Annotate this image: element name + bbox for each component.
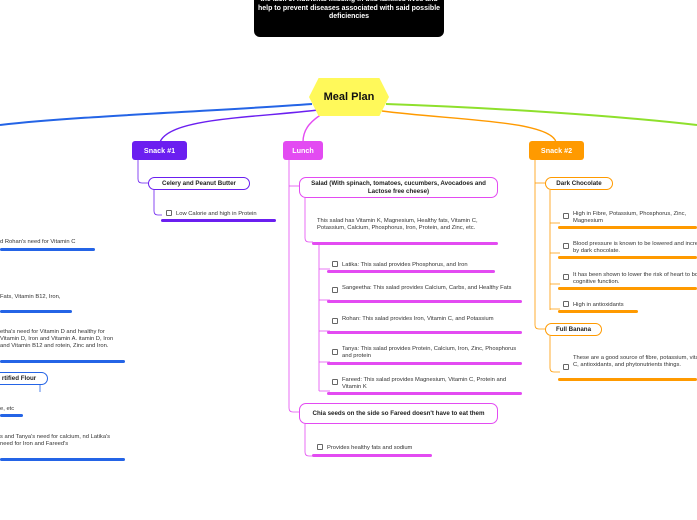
lunch-salad-desc-underline <box>312 242 498 245</box>
lunch-salad-desc: This salad has Vitamin K, Magnesium, Hea… <box>317 218 478 232</box>
lunch-chia-seeds[interactable]: Chia seeds on the side so Fareed doesn't… <box>299 403 498 424</box>
snack2-dark-chocolate[interactable]: Dark Chocolate <box>545 177 613 190</box>
lunch-note-checkbox-5[interactable] <box>332 379 338 385</box>
snack2-full-banana[interactable]: Full Banana <box>545 323 602 336</box>
lunch-note-underline-2 <box>327 300 522 303</box>
snack2-topic[interactable]: Snack #2 <box>529 141 584 160</box>
snack2-banana-underline <box>558 378 697 381</box>
lunch-topic[interactable]: Lunch <box>283 141 323 160</box>
snack1-celery-peanut-butter[interactable]: Celery and Peanut Butter <box>148 177 250 190</box>
left-underline-6 <box>0 458 125 461</box>
intro-note[interactable]: the lack of nutrients missing in this fa… <box>254 0 444 37</box>
left-fortified-flour[interactable]: rtified Flour <box>0 372 48 385</box>
left-fortified-flour-label: rtified Flour <box>1 374 37 382</box>
central-topic[interactable]: Meal Plan <box>309 78 389 116</box>
snack2-choc-checkbox-4[interactable] <box>563 301 569 307</box>
snack2-banana-checkbox[interactable] <box>563 364 569 370</box>
lunch-note-underline-1 <box>327 270 495 273</box>
lunch-chia-note: Provides healthy fats and sodium <box>327 445 413 451</box>
lunch-note-underline-3 <box>327 331 522 334</box>
snack2-banana-note: These are a good source of fibre, potass… <box>573 355 697 369</box>
lunch-chia-label: Chia seeds on the side so Fareed doesn't… <box>312 409 485 417</box>
left-underline-3 <box>0 360 125 363</box>
lunch-salad-label: Salad (With spinach, tomatoes, cucumbers… <box>311 180 486 195</box>
left-text-6: s and Tanya's need for calcium, nd Latik… <box>0 434 111 448</box>
snack2-choc-checkbox-3[interactable] <box>563 274 569 280</box>
snack2-choc-underline-4 <box>558 310 638 313</box>
snack2-banana-label: Full Banana <box>555 325 592 333</box>
lunch-salad[interactable]: Salad (With spinach, tomatoes, cucumbers… <box>299 177 498 198</box>
snack2-choc-checkbox-1[interactable] <box>563 213 569 219</box>
lunch-note-3: Rohan: This salad provides Iron, Vitamin… <box>342 316 494 322</box>
snack2-choc-note-1: High in Fibre, Potassium, Phosphorus, Zi… <box>573 211 687 225</box>
snack1-label: Snack #1 <box>143 146 176 155</box>
snack1-note-checkbox[interactable] <box>166 210 172 216</box>
lunch-note-checkbox-4[interactable] <box>332 349 338 355</box>
snack2-choc-label: Dark Chocolate <box>556 179 602 187</box>
left-text-2: Fats, Vitamin B12, Iron, <box>0 294 61 300</box>
lunch-label: Lunch <box>292 146 314 155</box>
left-text-1: d Rohan's need for Vitamin C <box>0 239 76 245</box>
central-topic-label: Meal Plan <box>323 91 375 103</box>
lunch-note-checkbox-2[interactable] <box>332 287 338 293</box>
intro-note-text: the lack of nutrients missing in this fa… <box>257 0 441 21</box>
left-underline-2 <box>0 310 72 313</box>
lunch-note-1: Latika: This salad provides Phosphorus, … <box>342 262 468 268</box>
snack1-note: Low Calorie and high in Protein <box>176 211 257 217</box>
lunch-note-underline-5 <box>327 392 522 395</box>
lunch-note-checkbox-3[interactable] <box>332 318 338 324</box>
snack2-choc-underline-2 <box>558 256 697 259</box>
lunch-note-underline-4 <box>327 362 522 365</box>
left-underline-1 <box>0 248 95 251</box>
lunch-chia-note-underline <box>312 454 432 457</box>
snack1-note-underline <box>161 219 276 222</box>
lunch-note-2: Sangeetha: This salad provides Calcium, … <box>342 285 512 291</box>
lunch-note-4: Tanya: This salad provides Protein, Calc… <box>342 346 517 360</box>
snack1-item-label: Celery and Peanut Butter <box>162 179 236 187</box>
left-text-3: etha's need for Vitamin D and healthy fo… <box>0 329 114 350</box>
lunch-note-checkbox-1[interactable] <box>332 261 338 267</box>
snack2-choc-underline-3 <box>558 287 697 290</box>
left-text-5: e, etc <box>0 406 15 412</box>
left-underline-5 <box>0 414 23 417</box>
snack2-choc-underline-1 <box>558 226 697 229</box>
lunch-note-5: Fareed: This salad provides Magnesium, V… <box>342 377 507 391</box>
snack2-choc-note-4: High in antioxidants <box>573 302 624 308</box>
snack2-choc-checkbox-2[interactable] <box>563 243 569 249</box>
snack2-choc-note-2: Blood pressure is known to be lowered an… <box>573 241 697 255</box>
snack2-label: Snack #2 <box>540 146 573 155</box>
snack2-choc-note-3: It has been shown to lower the risk of h… <box>573 272 697 286</box>
lunch-chia-note-checkbox[interactable] <box>317 444 323 450</box>
snack1-topic[interactable]: Snack #1 <box>132 141 187 160</box>
